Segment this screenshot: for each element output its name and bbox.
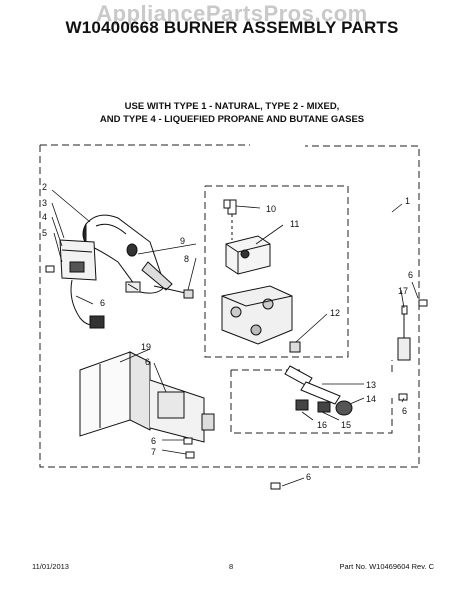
page-title: W10400668 BURNER ASSEMBLY PARTS [65, 18, 399, 37]
callout-9: 8 [184, 254, 189, 264]
callout-10: 9 [180, 236, 185, 246]
callout-13: 12 [330, 308, 340, 318]
side-bracket [397, 305, 411, 361]
leader-lines [51, 189, 419, 487]
callout-labels: 2 3 4 5 6 9 8 10 11 12 13 14 15 16 1 6 1… [42, 182, 413, 482]
callout-15: 14 [366, 394, 376, 404]
igniter-bracket [59, 239, 105, 329]
footer-part-number: Part No. W10469604 Rev. C [339, 562, 435, 571]
subtitle-line-2: AND TYPE 4 - LIQUEFIED PROPANE AND BUTAN… [99, 114, 365, 125]
footer-page-number: 8 [229, 562, 234, 571]
callout-6-burner: 6 [100, 298, 105, 308]
callout-19: 19 [141, 342, 151, 352]
callout-4: 4 [42, 212, 47, 222]
callout-6-lower: 6 [402, 406, 407, 416]
callout-3: 3 [42, 198, 47, 208]
flame-sensor [125, 281, 141, 293]
callout-12: 11 [290, 219, 299, 229]
screws [45, 199, 428, 490]
callout-6-base: 6 [306, 472, 311, 482]
gas-valve [183, 199, 301, 353]
callout-17: 16 [317, 420, 327, 430]
assembly-outline [39, 144, 420, 468]
footer-date: 11/01/2013 [32, 562, 69, 571]
subtitle-line-1: USE WITH TYPE 1 - NATURAL, TYPE 2 - MIXE… [124, 101, 340, 112]
callout-5: 5 [42, 228, 47, 238]
callout-18: 17 [398, 286, 408, 296]
callout-1: 1 [405, 196, 410, 206]
callout-6-bottom: 6 [151, 436, 156, 446]
callout-16: 15 [341, 420, 351, 430]
watermark: AppliancePartsPros.com [96, 1, 368, 26]
callout-6-right: 6 [408, 270, 413, 280]
callout-8: 7 [151, 447, 156, 457]
callout-14: 13 [366, 380, 376, 390]
callout-2: 2 [42, 182, 47, 192]
callout-11: 10 [266, 204, 276, 214]
burner-bracket [79, 351, 215, 443]
callout-7: 6 [145, 357, 150, 367]
gas-pipes [284, 365, 353, 416]
